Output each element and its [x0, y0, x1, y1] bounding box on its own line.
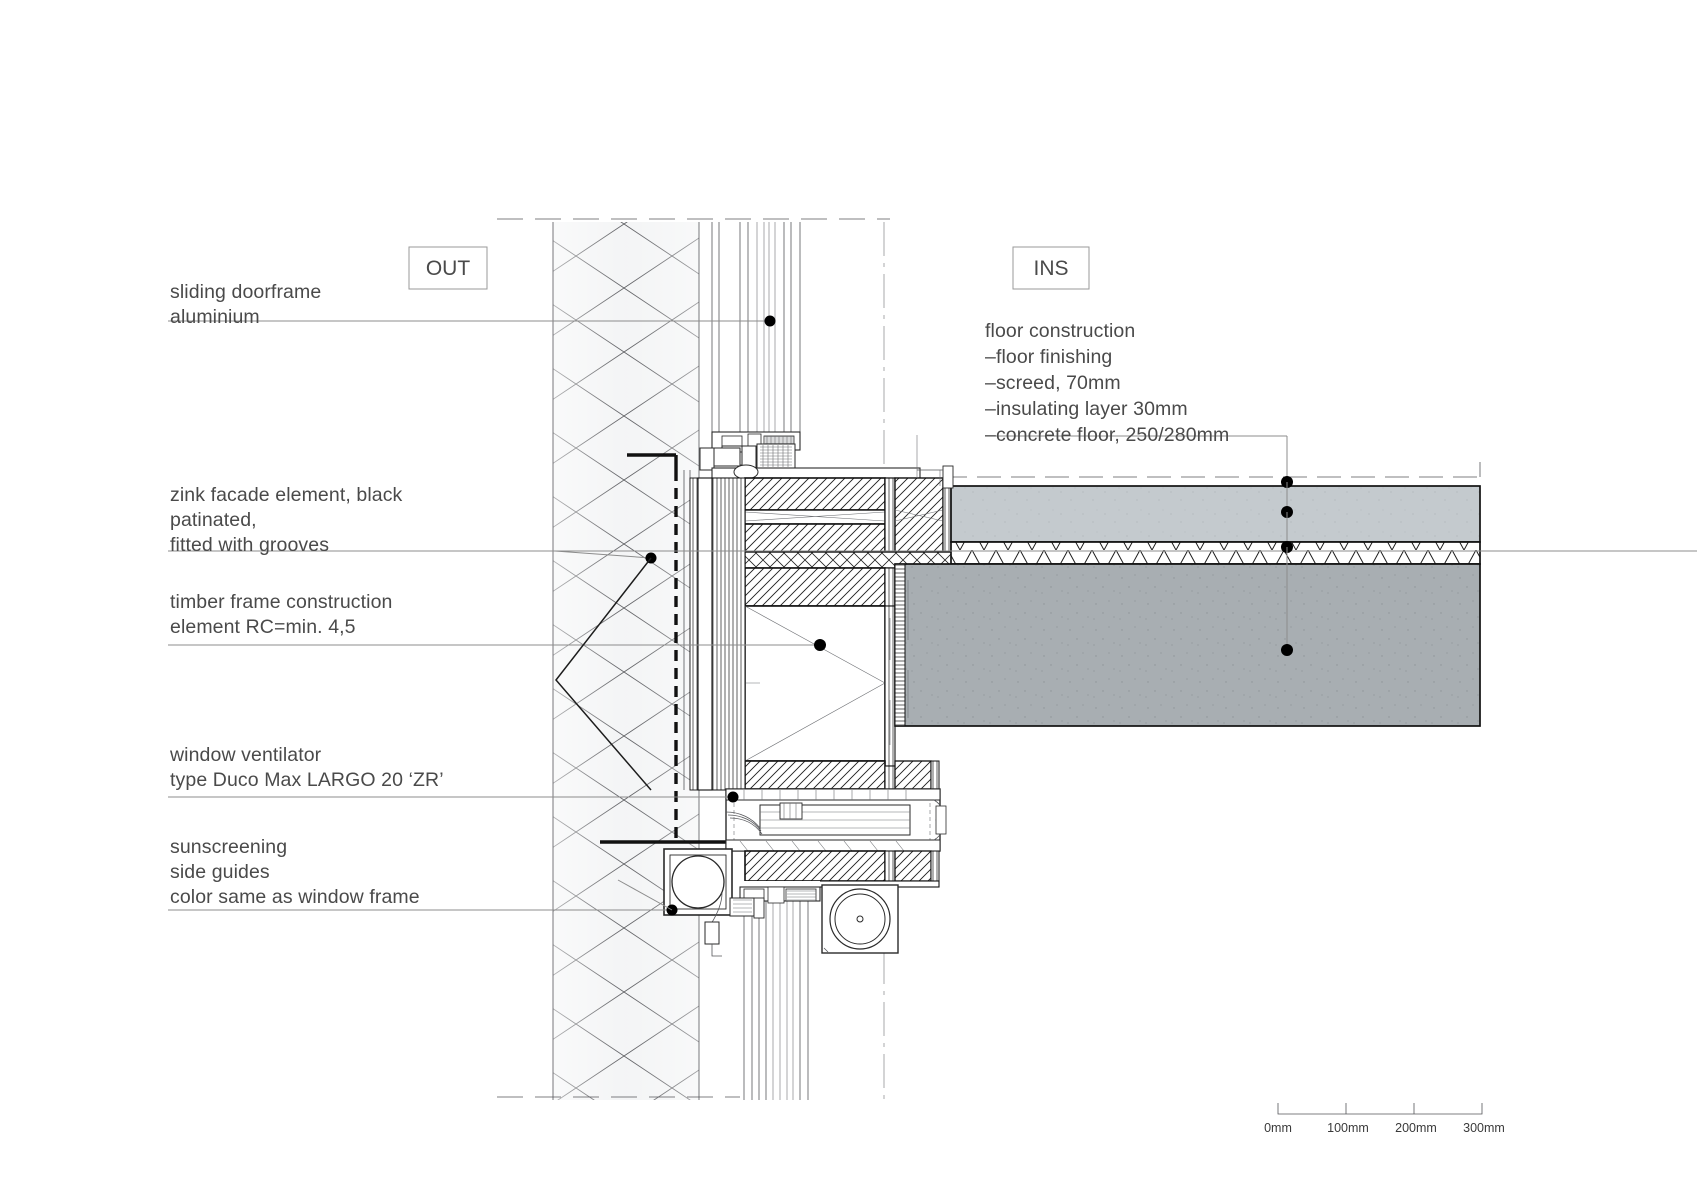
- annotation-sunscreening-line-2: color same as window frame: [170, 886, 420, 908]
- annotation-floor-construction-line-4: –concrete floor, 250/280mm: [985, 424, 1229, 446]
- scale-tick-2: 200mm: [1395, 1121, 1437, 1135]
- annotation-window-ventilator-line-0: window ventilator: [169, 744, 322, 766]
- zone-label-out-text: OUT: [426, 257, 471, 280]
- sunscreening-guide-box: [663, 848, 733, 957]
- annotation-sliding-doorframe: sliding doorframe aluminium: [170, 281, 321, 328]
- timber-sill-block: [744, 850, 940, 888]
- annotation-floor-construction-line-3: –insulating layer 30mm: [985, 398, 1188, 420]
- scale-tick-0: 0mm: [1264, 1121, 1292, 1135]
- annotation-timber-frame: timber frame construction element RC=min…: [170, 591, 393, 638]
- annotation-zink-facade: zink facade element, black patinated, fi…: [170, 484, 403, 556]
- doorframe-pocket: [699, 443, 921, 480]
- leader-dot-concrete-floor: [1281, 644, 1293, 656]
- annotation-floor-construction-line-2: –screed, 70mm: [985, 372, 1121, 394]
- annotation-floor-construction-line-1: –floor finishing: [985, 346, 1112, 368]
- timber-frame-cavity: [744, 605, 896, 767]
- section-geometry: [497, 218, 1481, 1100]
- scale-bar: 0mm 100mm 200mm 300mm: [1264, 1103, 1505, 1135]
- annotation-timber-frame-line-1: element RC=min. 4,5: [170, 616, 356, 638]
- floor-wall-junction: [916, 435, 954, 489]
- scale-tick-3: 300mm: [1463, 1121, 1505, 1135]
- annotation-sunscreening: sunscreening side guides color same as w…: [170, 836, 420, 908]
- annotation-sliding-doorframe-line-1: aluminium: [170, 306, 260, 328]
- annotation-sunscreening-line-1: side guides: [170, 861, 270, 883]
- zink-facade-cladding: [600, 453, 746, 844]
- window-ventilator: [725, 788, 947, 852]
- annotation-window-ventilator: window ventilator type Duco Max LARGO 20…: [169, 744, 444, 791]
- sunscreening-roller-box: [821, 884, 899, 954]
- timber-bottom-rail: [744, 760, 940, 790]
- sliding-door-upper: [711, 222, 801, 466]
- annotation-leaders: [168, 315, 1697, 916]
- annotation-sunscreening-line-0: sunscreening: [170, 836, 287, 858]
- leader-dot-sliding-doorframe: [764, 315, 776, 327]
- annotation-floor-construction: floor construction –floor finishing –scr…: [985, 320, 1229, 446]
- zone-label-ins: INS: [1012, 246, 1090, 290]
- zone-label-ins-text: INS: [1033, 257, 1068, 280]
- zone-label-out: OUT: [408, 246, 488, 290]
- leader-dot-ventilator: [727, 791, 739, 803]
- annotation-floor-construction-line-0: floor construction: [985, 320, 1135, 342]
- leader-dot-timber-frame: [814, 639, 826, 651]
- annotation-sliding-doorframe-line-0: sliding doorframe: [170, 281, 321, 303]
- annotation-window-ventilator-line-1: type Duco Max LARGO 20 ‘ZR’: [170, 769, 444, 791]
- floor-construction: [894, 462, 1481, 727]
- scale-tick-1: 100mm: [1327, 1121, 1369, 1135]
- timber-lintel: [744, 567, 896, 607]
- annotation-zink-facade-line-1: patinated,: [170, 509, 257, 531]
- timber-head-beam: [744, 477, 969, 553]
- annotation-zink-facade-line-0: zink facade element, black: [170, 484, 403, 506]
- sliding-door-lower: [729, 881, 821, 1100]
- annotation-zink-facade-line-2: fitted with grooves: [170, 534, 329, 556]
- annotation-timber-frame-line-0: timber frame construction: [170, 591, 393, 613]
